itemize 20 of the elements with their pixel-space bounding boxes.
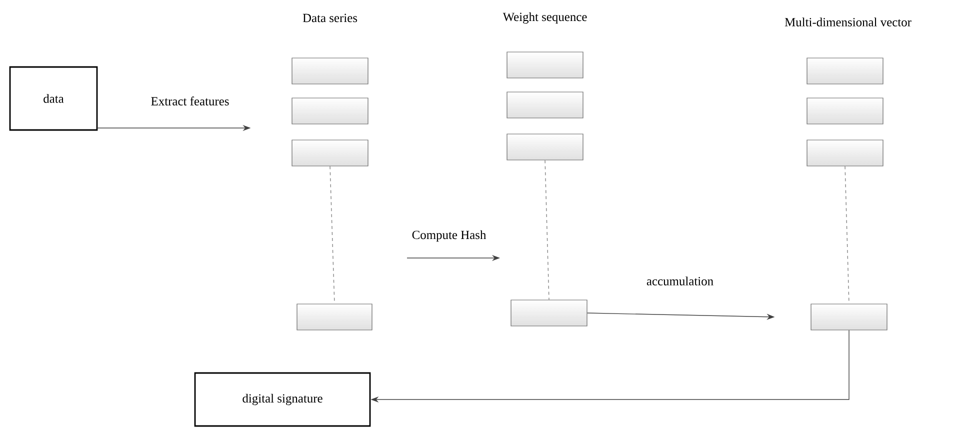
array-cell [292, 140, 368, 166]
column-heading: Data series [302, 14, 358, 22]
column-heading: Weight sequence [502, 12, 587, 24]
array-cell [506, 134, 584, 160]
array-cell [510, 300, 588, 326]
column-heading: Multi-dimensional vector [784, 18, 912, 26]
edge-label: accumulation [645, 276, 715, 286]
array-cell [810, 304, 888, 330]
process-box: data [9, 66, 98, 131]
array-cell [506, 52, 584, 78]
array-cell [806, 98, 884, 124]
edge-label: Extract features [150, 96, 230, 106]
array-cell [806, 58, 884, 84]
array-cell [292, 58, 368, 84]
process-box: digital signature [194, 372, 371, 427]
array-cell [296, 304, 372, 330]
array-cell [806, 140, 884, 166]
step-label: Compute Hash [412, 230, 486, 242]
array-cell [506, 92, 584, 118]
array-cell [292, 98, 368, 124]
